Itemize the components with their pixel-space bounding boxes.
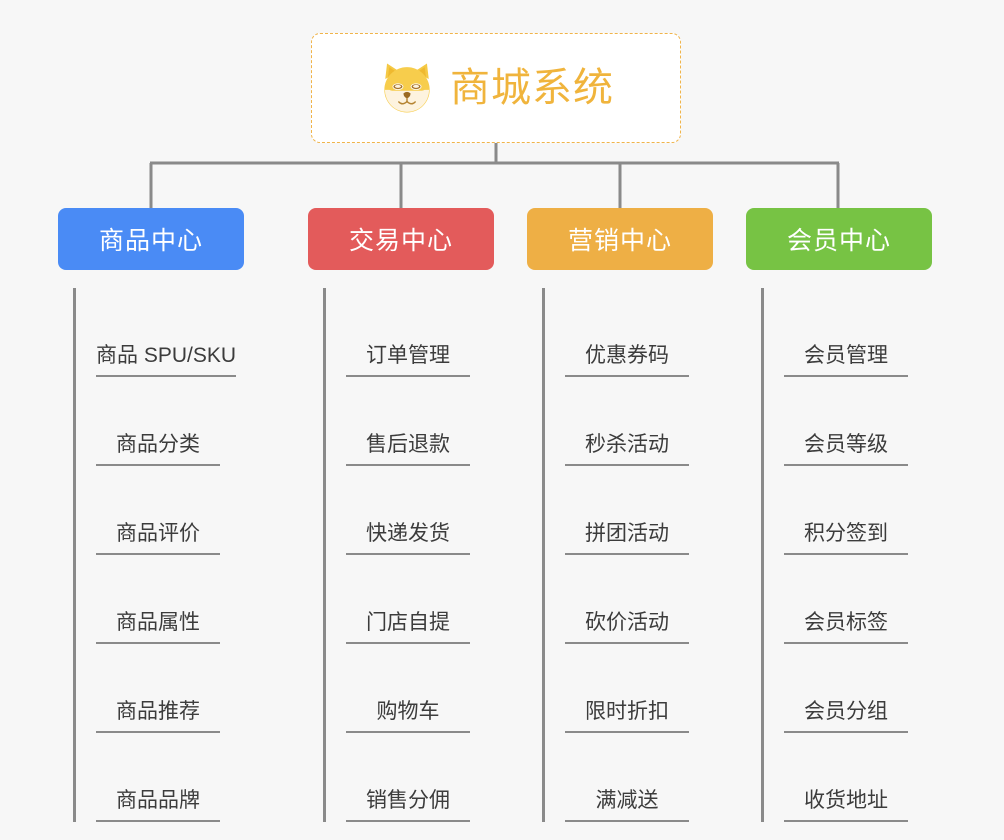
leaf-item[interactable]: 商品品牌 [76, 733, 244, 822]
category-header-0[interactable]: 商品中心 [58, 208, 244, 270]
leaf-item-label: 商品品牌 [96, 784, 220, 822]
leaf-item-label: 商品推荐 [96, 695, 220, 733]
leaf-item-label: 销售分佣 [346, 784, 470, 822]
leaf-item-label: 限时折扣 [565, 695, 689, 733]
leaf-item[interactable]: 商品评价 [76, 466, 244, 555]
leaf-item[interactable]: 商品推荐 [76, 644, 244, 733]
category-header-label: 商品中心 [98, 227, 203, 255]
leaf-list-2: 优惠券码 秒杀活动 拼团活动 砍价活动 限时折扣 满减送 [542, 288, 713, 822]
category-header-1[interactable]: 交易中心 [308, 208, 494, 270]
category-column-1: 交易中心 订单管理 售后退款 快递发货 门店自提 购物车 销售分佣 [308, 208, 494, 822]
leaf-item-label: 商品 SPU/SKU [96, 339, 237, 377]
leaf-item[interactable]: 商品属性 [76, 555, 244, 644]
leaf-item[interactable]: 砍价活动 [545, 555, 713, 644]
category-column-3: 会员中心 会员管理 会员等级 积分签到 会员标签 会员分组 收货地址 [746, 208, 932, 822]
leaf-item-label: 商品分类 [96, 428, 220, 466]
leaf-item-label: 砍价活动 [565, 606, 689, 644]
leaf-item[interactable]: 门店自提 [326, 555, 494, 644]
leaf-item-label: 购物车 [346, 695, 470, 733]
leaf-item-label: 拼团活动 [565, 517, 689, 555]
leaf-item[interactable]: 购物车 [326, 644, 494, 733]
leaf-item-label: 售后退款 [346, 428, 470, 466]
leaf-item[interactable]: 会员管理 [764, 288, 932, 377]
leaf-item[interactable]: 限时折扣 [545, 644, 713, 733]
leaf-item-label: 会员管理 [784, 339, 908, 377]
category-column-2: 营销中心 优惠券码 秒杀活动 拼团活动 砍价活动 限时折扣 满减送 [527, 208, 713, 822]
root-node[interactable]: 商城系统 [311, 33, 681, 143]
leaf-item-label: 满减送 [565, 784, 689, 822]
leaf-item-label: 秒杀活动 [565, 428, 689, 466]
leaf-item[interactable]: 满减送 [545, 733, 713, 822]
category-header-label: 会员中心 [786, 227, 891, 255]
root-title: 商城系统 [450, 66, 614, 110]
leaf-item-label: 积分签到 [784, 517, 908, 555]
leaf-item-label: 会员等级 [784, 428, 908, 466]
leaf-item[interactable]: 秒杀活动 [545, 377, 713, 466]
leaf-item-label: 收货地址 [784, 784, 908, 822]
shiba-inu-dog-face-icon [378, 59, 436, 117]
leaf-item-label: 商品评价 [96, 517, 220, 555]
category-header-label: 交易中心 [348, 227, 453, 255]
category-header-2[interactable]: 营销中心 [527, 208, 713, 270]
leaf-item-label: 商品属性 [96, 606, 220, 644]
leaf-list-1: 订单管理 售后退款 快递发货 门店自提 购物车 销售分佣 [323, 288, 494, 822]
leaf-item[interactable]: 积分签到 [764, 466, 932, 555]
category-header-3[interactable]: 会员中心 [746, 208, 932, 270]
leaf-item[interactable]: 优惠券码 [545, 288, 713, 377]
category-column-0: 商品中心 商品 SPU/SKU 商品分类 商品评价 商品属性 商品推荐 商品品牌 [58, 208, 244, 822]
leaf-item[interactable]: 会员标签 [764, 555, 932, 644]
leaf-item-label: 优惠券码 [565, 339, 689, 377]
leaf-item-label: 订单管理 [346, 339, 470, 377]
leaf-item[interactable]: 会员分组 [764, 644, 932, 733]
leaf-item[interactable]: 商品 SPU/SKU [76, 288, 244, 377]
leaf-item-label: 快递发货 [346, 517, 470, 555]
leaf-item[interactable]: 收货地址 [764, 733, 932, 822]
leaf-item[interactable]: 订单管理 [326, 288, 494, 377]
leaf-item[interactable]: 售后退款 [326, 377, 494, 466]
leaf-item[interactable]: 销售分佣 [326, 733, 494, 822]
leaf-item[interactable]: 拼团活动 [545, 466, 713, 555]
leaf-item[interactable]: 快递发货 [326, 466, 494, 555]
leaf-item[interactable]: 商品分类 [76, 377, 244, 466]
leaf-item-label: 门店自提 [346, 606, 470, 644]
leaf-list-3: 会员管理 会员等级 积分签到 会员标签 会员分组 收货地址 [761, 288, 932, 822]
leaf-item-label: 会员分组 [784, 695, 908, 733]
category-header-label: 营销中心 [567, 227, 672, 255]
leaf-list-0: 商品 SPU/SKU 商品分类 商品评价 商品属性 商品推荐 商品品牌 [73, 288, 244, 822]
leaf-item[interactable]: 会员等级 [764, 377, 932, 466]
leaf-item-label: 会员标签 [784, 606, 908, 644]
